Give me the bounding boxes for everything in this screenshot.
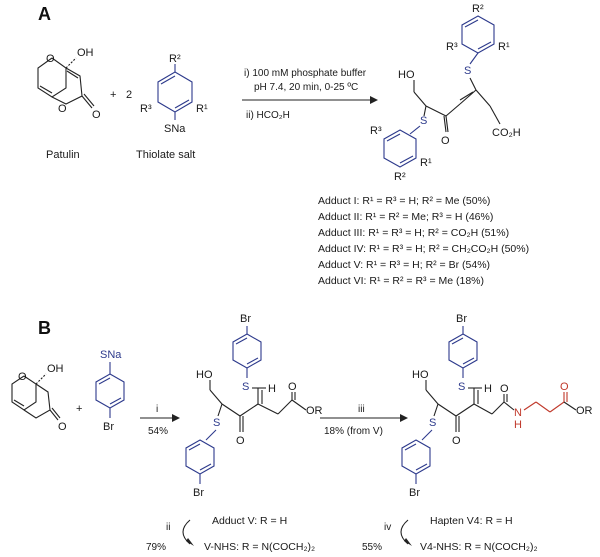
adduct-v-label: Adduct V: R¹ = R³ = H; R² = Br (54%) [318,259,490,271]
patulin-carbonyl-o-a: O [92,109,101,121]
v4-upper-s: S [458,381,465,393]
adduct-v-structure: Br S H O O OR HO S Br [185,313,323,499]
plus-sign-b: + [76,403,82,415]
v4-ho: HO [412,369,429,381]
hapten-v4-r-label: Hapten V4: R = H [430,515,513,527]
thiolate-r3: R³ [140,103,152,115]
step-ii-label: ii [166,522,170,533]
patulin-label: Patulin [46,149,80,161]
v4-nhs-label: V4-NHS: R = N(COCH₂)₂ [420,541,538,553]
v-upper-s: S [242,381,249,393]
yield-iii: 18% (from V) [324,426,383,437]
curved-arrow-iv [400,519,412,546]
yield-ii: 79% [146,542,166,553]
v-upper-br: Br [240,313,251,325]
ketone-o-a: O [441,135,450,147]
upper-r3: R³ [446,41,458,53]
upper-r2: R² [472,3,484,15]
step-iv-label: iv [384,522,391,533]
patulin-structure-b: OH O O [11,363,67,433]
condition-ii: ii) HCO₂H [246,110,290,121]
adduct-structure-a: R² R³ R¹ S CO₂H O HO S R³ R¹ R² [370,3,521,183]
v-ho: HO [196,369,213,381]
lower-r2: R² [394,171,406,183]
v4-lower-s: S [429,417,436,429]
v-or: OR [306,405,323,417]
v-lower-br: Br [193,487,204,499]
v-ketone-o: O [236,435,245,447]
v-nhs-label: V-NHS: R = N(COCH₂)₂ [204,541,315,553]
v4-ketone-o: O [452,435,461,447]
upper-r1: R¹ [498,41,510,53]
upper-s: S [464,65,471,77]
v4-amide-o: O [500,383,509,395]
condition-i-line1: i) 100 mM phosphate buffer [244,68,367,79]
adduct-iii-label: Adduct III: R¹ = R³ = H; R² = CO₂H (51%) [318,227,509,239]
thiolate-structure-a: R² R³ R¹ SNa [140,53,208,135]
adduct-i-label: Adduct I: R¹ = R³ = H; R² = Me (50%) [318,195,490,207]
v-lower-s: S [213,417,220,429]
reaction-arrow-a [242,96,378,104]
lower-r3: R³ [370,125,382,137]
v4-amide-n: N [514,407,522,419]
v4-amide-h: H [514,419,522,431]
lower-r1: R¹ [420,157,432,169]
sna-b: SNa [100,349,122,361]
yield-i: 54% [148,426,168,437]
thiolate-r1: R¹ [196,103,208,115]
lower-s-a: S [420,115,427,127]
reaction-arrow-iii [320,414,408,422]
step-iii-label: iii [358,404,365,415]
v4-acid-o: O [560,381,569,393]
thiolate-label: Thiolate salt [136,149,195,161]
thiolate-sna: SNa [164,123,186,135]
panel-label-b: B [38,318,51,338]
patulin-ring-o-a: O [46,53,55,65]
adduct-iv-label: Adduct IV: R¹ = R³ = H; R² = CH₂CO₂H (50… [318,243,529,255]
adduct-v-r-label: Adduct V: R = H [212,515,287,527]
hapten-v4-structure: Br S H O O N H O OR HO S [401,313,593,499]
co2h-a: CO₂H [492,127,521,139]
panel-label-a: A [38,4,51,24]
patulin-carbonyl-o-b: O [58,421,67,433]
adduct-ii-label: Adduct II: R¹ = R² = Me; R³ = H (46%) [318,211,493,223]
bromothiolate-structure-b: SNa Br [95,349,125,433]
v4-upper-br: Br [456,313,467,325]
thiolate-r2: R² [169,53,181,65]
patulin-structure-a: OH O O O [37,47,101,121]
patulin-ring-o-b: O [18,371,27,383]
yield-iv: 55% [362,542,382,553]
reaction-arrow-i [140,414,180,422]
v-ester-o: O [288,381,297,393]
patulin-oh-b: OH [47,363,64,375]
stoich-two: 2 [126,89,132,101]
step-i-label: i [156,404,158,415]
patulin-oh-a: OH [77,47,94,59]
plus-sign-a: + [110,89,116,101]
v-vinyl-h: H [268,383,276,395]
condition-i-line2: pH 7.4, 20 min, 0-25 ºC [254,82,358,93]
adduct-vi-label: Adduct VI: R¹ = R² = R³ = Me (18%) [318,275,484,287]
v4-or: OR [576,405,593,417]
curved-arrow-ii [182,519,194,546]
v4-lower-br: Br [409,487,420,499]
v4-vinyl-h: H [484,383,492,395]
patulin-lactone-o-a: O [58,103,67,115]
br-b: Br [103,421,114,433]
ho-a: HO [398,69,415,81]
